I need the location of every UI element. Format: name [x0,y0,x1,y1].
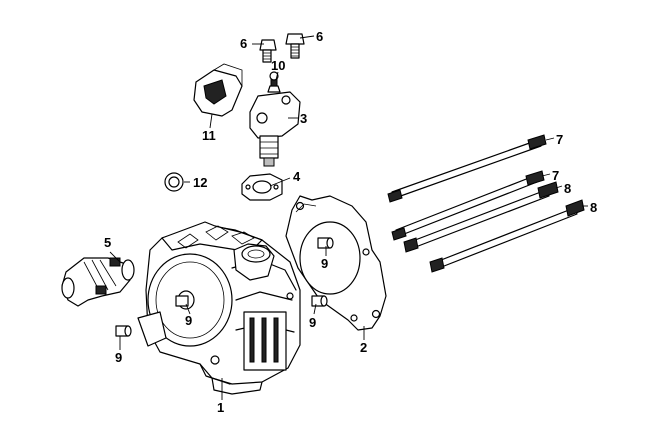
callout-9-right: 9 [309,315,316,330]
callout-3: 3 [300,111,307,126]
callout-9-gasket: 9 [321,256,328,271]
callout-11: 11 [202,128,216,143]
callout-12: 12 [193,175,207,190]
callout-4: 4 [293,169,301,184]
leader-lines [109,35,588,400]
callout-2: 2 [360,340,367,355]
part-guide-bracket [193,63,243,117]
callout-9-left: 9 [115,350,122,365]
callout-8-lower: 8 [590,200,597,215]
part-bolt-6b [285,33,305,59]
part-tensioner-gasket [241,173,283,201]
part-cylinder-gasket [285,195,387,331]
callout-7-lower: 7 [552,168,559,183]
part-bolt-6a [259,39,277,63]
part-cylinder-block [137,221,301,395]
callout-5: 5 [104,235,111,250]
callout-6-left: 6 [240,36,247,51]
part-tensioner [249,71,301,167]
callout-1: 1 [217,400,224,415]
part-o-ring [164,172,184,192]
part-dowel-pins [115,237,334,337]
callout-6-right: 6 [316,29,323,44]
part-studs [387,134,585,273]
callout-9-bore: 9 [185,313,192,328]
callout-7-upper: 7 [556,132,563,147]
callout-10: 10 [271,58,285,73]
part-hose-pipe [61,257,135,307]
callout-labels: 1 2 3 4 5 6 6 7 7 8 8 9 9 9 9 10 11 12 [104,29,597,415]
callout-8-upper: 8 [564,181,571,196]
